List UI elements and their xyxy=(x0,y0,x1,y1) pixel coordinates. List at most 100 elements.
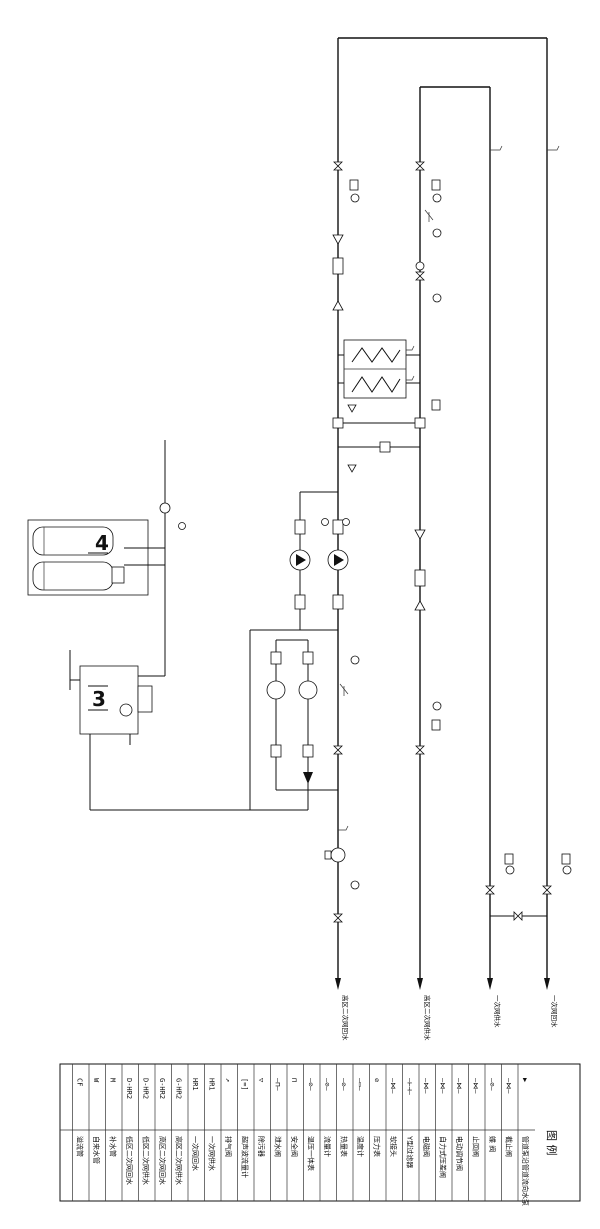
valve-b-mid xyxy=(415,745,425,755)
legend-text: 管道泵沿管道流向水泵 xyxy=(521,1136,530,1206)
legend-symbol: —▭— xyxy=(356,1078,364,1091)
legend-symbol: ⊓ xyxy=(290,1078,298,1082)
legend-symbol: HR1 xyxy=(191,1078,199,1091)
legend-text: 电磁阀 xyxy=(422,1136,431,1157)
legend-text: 流量计 xyxy=(323,1136,332,1157)
legend-text: 一次网供水 xyxy=(208,1136,217,1171)
legend-text: Y型过滤器 xyxy=(406,1135,415,1168)
flow-meter xyxy=(332,257,344,275)
valve-b-top xyxy=(415,161,425,171)
legend-symbol: —⋈— xyxy=(439,1078,447,1094)
legend-row: —⋈—自力式压差阀 xyxy=(435,1064,448,1201)
heat-meter xyxy=(330,847,346,863)
legend-symbol: —⋈— xyxy=(505,1078,513,1094)
legend-row: ▽除污器 xyxy=(253,1064,266,1201)
legend-row: ⊓ 安全阀 xyxy=(286,1064,299,1201)
legend-row: —⋈— 截止阀 xyxy=(501,1064,514,1201)
legend-row: —⋈— 电动调节阀 xyxy=(451,1064,464,1201)
legend-symbol: D-HR2 xyxy=(125,1078,133,1099)
valve-c-bottom xyxy=(485,885,495,895)
legend-text: 自来水管 xyxy=(92,1136,101,1164)
legend-text: 高区二次网供水 xyxy=(175,1136,184,1185)
legend-symbol: —⋈— xyxy=(455,1078,463,1094)
legend-row: —⊢⊣—Y型过滤器 xyxy=(402,1064,415,1201)
legend-symbol: —⋈— xyxy=(422,1078,430,1094)
legend: 图 例 ▶ 管道泵沿管道流向水泵 —⋈— 截止阀 —⊘— 蝶 阀 —⋈— 止回阀 —⋈— 电动调节… xyxy=(59,1063,581,1206)
softener-equipment: 4 xyxy=(27,440,186,676)
legend-row: —⊘—温压一体表 xyxy=(303,1064,316,1201)
bypass-valve xyxy=(513,911,523,921)
legend-symbol: ⊘ xyxy=(373,1078,381,1082)
legend-text: 止回阀 xyxy=(472,1136,481,1157)
legend-symbol: [=] xyxy=(241,1078,249,1091)
legend-symbol: —⊓— xyxy=(274,1078,282,1091)
legend-text: 一次网回水 xyxy=(191,1136,200,1171)
legend-symbol: G-HR2 xyxy=(158,1078,166,1099)
label-primary-supply: 一次网供水 xyxy=(493,995,502,1028)
legend-symbol: G-HR2 xyxy=(175,1078,183,1099)
legend-row: G-HR2 高区二次网回水 xyxy=(154,1064,167,1201)
legend-text: 热量表 xyxy=(340,1136,349,1157)
legend-text: 低区二次网供水 xyxy=(142,1136,151,1185)
legend-symbol: W xyxy=(92,1078,100,1083)
legend-text: 除污器 xyxy=(257,1136,266,1157)
legend-symbol: CF xyxy=(76,1078,84,1086)
legend-row: W 自来水管 xyxy=(88,1064,101,1201)
legend-text: 温度计 xyxy=(356,1136,365,1157)
label-high-secondary-return: 高区二次网回水 xyxy=(341,995,350,1041)
legend-row: —⊘— 蝶 阀 xyxy=(484,1064,497,1201)
legend-text: 蝶 阀 xyxy=(488,1136,497,1152)
makeup-pump-1 xyxy=(266,680,286,700)
legend-row: ↗排气阀 xyxy=(220,1064,233,1201)
legend-symbol: —⊘— xyxy=(488,1078,496,1091)
legend-title: 图 例 xyxy=(545,1130,559,1156)
makeup-pumps xyxy=(266,639,338,810)
valve-d-bottom xyxy=(542,885,552,895)
legend-text: 电动调节阀 xyxy=(455,1136,464,1171)
legend-text: 温压一体表 xyxy=(307,1136,316,1171)
equipment-4-label: 4 xyxy=(95,531,109,555)
legend-text: 截止阀 xyxy=(505,1136,514,1157)
legend-row: HR1 一次网供水 xyxy=(204,1064,217,1201)
legend-row: HR1 一次网回水 xyxy=(187,1064,200,1201)
legend-symbol: M xyxy=(109,1078,117,1082)
pipe-labels: 高区二次网回水 高区二次网供水 一次网供水 一次网回水 xyxy=(341,995,559,1041)
circulation-pumps xyxy=(289,491,349,630)
plate-heat-exchanger xyxy=(338,339,420,399)
legend-symbol: HR1 xyxy=(208,1078,216,1091)
legend-symbol: —⋈— xyxy=(389,1078,397,1094)
label-high-secondary-supply: 高区二次网供水 xyxy=(423,995,432,1041)
legend-text: 软接头 xyxy=(389,1136,398,1157)
legend-text: 高区二次网回水 xyxy=(158,1136,167,1185)
legend-text: 超声波流量计 xyxy=(241,1136,250,1178)
legend-row: D-HR2 低区二次网回水 xyxy=(121,1064,134,1201)
legend-row: —⊓— 泄水阀 xyxy=(270,1064,283,1201)
valve-a-mid xyxy=(333,745,343,755)
legend-symbol: ▶ xyxy=(521,1078,529,1083)
legend-row: ▶ 管道泵沿管道流向水泵 xyxy=(517,1064,530,1206)
legend-row: —⋈— 电磁阀 xyxy=(418,1064,431,1201)
legend-row: G-HR2 高区二次网供水 xyxy=(171,1064,184,1201)
pressure-gauge xyxy=(350,193,360,203)
water-tank: 3 xyxy=(69,629,338,811)
legend-row: —⋈— 软接头 xyxy=(385,1064,398,1201)
legend-symbol: ↗ xyxy=(224,1078,232,1082)
legend-row: —▭— 温度计 xyxy=(352,1064,365,1201)
legend-row: —⊘—流量计 xyxy=(319,1064,332,1201)
equipment-3-label: 3 xyxy=(92,687,106,711)
legend-row: —⋈— 止回阀 xyxy=(468,1064,481,1201)
legend-row: —⊘— 热量表 xyxy=(336,1064,349,1201)
legend-symbol: —⊘— xyxy=(340,1078,348,1091)
legend-text: 泄水阀 xyxy=(274,1136,283,1157)
makeup-pump-2 xyxy=(298,680,318,700)
main-pipes xyxy=(337,37,548,985)
legend-symbol: —⋈— xyxy=(472,1078,480,1094)
legend-text: 压力表 xyxy=(373,1136,382,1157)
legend-text: 安全阀 xyxy=(290,1136,299,1157)
legend-text: 低区二次网回水 xyxy=(125,1136,134,1185)
legend-row: [=] 超声波流量计 xyxy=(237,1064,250,1201)
